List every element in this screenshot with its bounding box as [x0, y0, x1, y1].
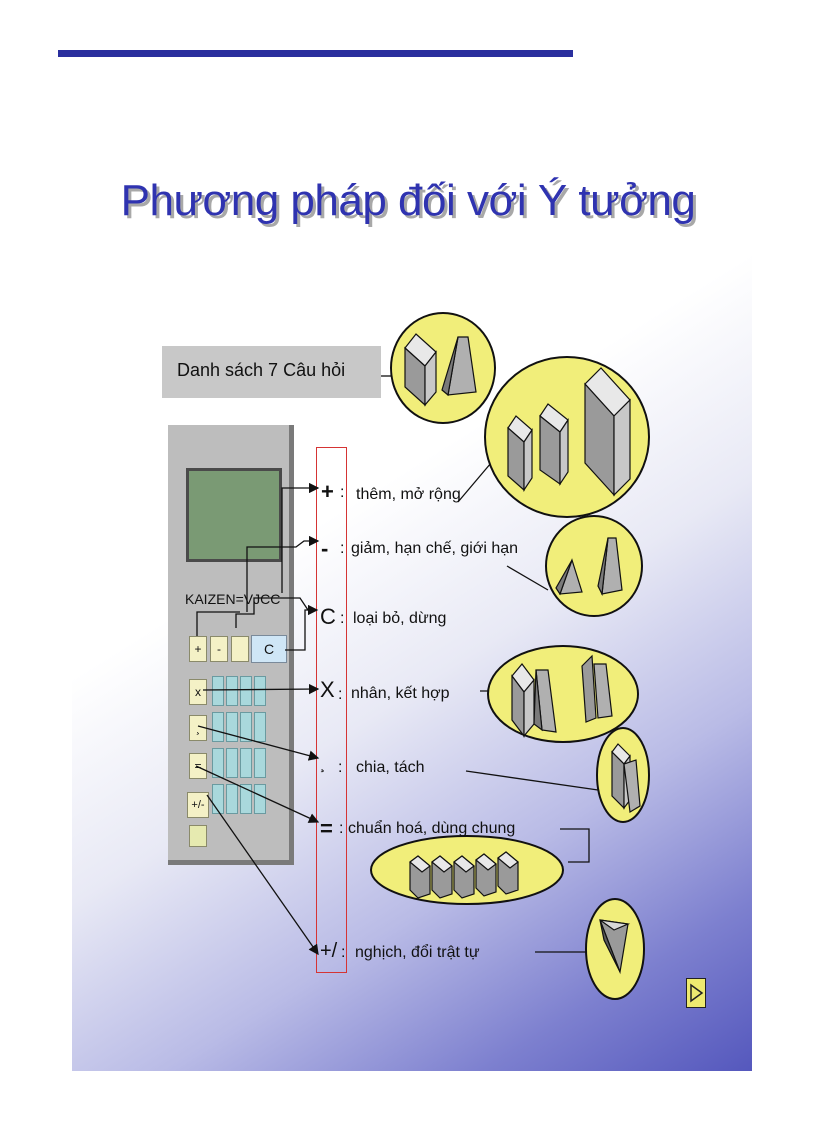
symbol-equals: =: [320, 816, 333, 841]
symbol-reverse: +/: [320, 940, 338, 962]
sep-3: :: [340, 610, 345, 627]
key-plusminus: +/-: [187, 792, 209, 818]
key-equals: =: [189, 753, 207, 779]
symbol-clear: C: [320, 604, 336, 629]
top-rule: [58, 50, 573, 57]
question-list-label: Danh sách 7 Câu hỏi: [177, 360, 346, 380]
ellipse-combine: [487, 645, 639, 743]
question-list-box: Danh sách 7 Câu hỏi: [162, 346, 381, 398]
operator-column-frame: [316, 447, 347, 973]
symbol-plus: +: [321, 479, 334, 504]
key-blank: [231, 636, 249, 662]
next-slide-button[interactable]: [686, 978, 706, 1008]
item-standardize-label: chuẩn hoá, dùng chung: [348, 820, 516, 837]
sep-7: :: [341, 944, 346, 961]
sep-5: :: [338, 759, 343, 776]
calculator-display: [186, 468, 282, 562]
key-bottom: [189, 825, 207, 847]
sep-1: :: [340, 484, 345, 501]
key-clear: C: [251, 635, 287, 663]
key-minus: -: [210, 636, 228, 662]
key-times: x: [189, 679, 207, 705]
item-remove-label: loại bỏ, dừng: [353, 610, 447, 627]
item-split-label: chia, tách: [356, 759, 425, 776]
symbol-multiply: X: [320, 677, 335, 702]
symbol-minus: -: [321, 536, 329, 561]
ellipse-reduce: [545, 515, 643, 617]
sep-2: :: [340, 540, 345, 557]
slide-title: Phương pháp đối với Ý tưởng: [120, 176, 696, 225]
sep-4: :: [338, 686, 343, 703]
key-plus: +: [189, 636, 207, 662]
play-triangle-icon: [690, 983, 704, 1003]
symbol-divide: ¸: [320, 756, 326, 773]
item-combine-label: nhân, kết hợp: [351, 685, 450, 702]
item-add-label: thêm, mở rộng: [356, 486, 461, 503]
calculator-brand: KAIZEN=VJCC: [185, 591, 281, 607]
item-reverse-label: nghịch, đổi trật tự: [355, 944, 480, 961]
sep-6: :: [339, 820, 344, 837]
item-reduce-label: giảm, hạn chế, giới hạn: [351, 540, 519, 557]
